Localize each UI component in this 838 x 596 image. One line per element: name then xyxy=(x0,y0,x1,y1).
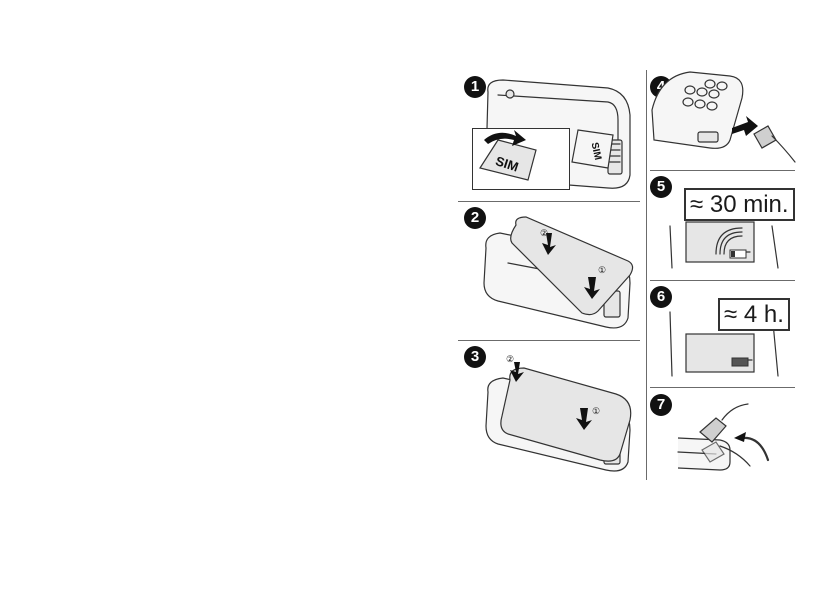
step-3-sub-1: ① xyxy=(592,406,600,416)
full-charge-callout: ≈ 4 h. xyxy=(718,298,790,331)
separator-2-3 xyxy=(458,340,640,341)
step-3-panel: 3 ② ① xyxy=(458,342,640,480)
separator-6-7 xyxy=(650,387,795,388)
separator-5-6 xyxy=(650,280,795,281)
charge-time-callout: ≈ 30 min. xyxy=(684,188,795,221)
column-divider xyxy=(646,70,647,480)
step-2-panel: 2 ② ① xyxy=(458,203,640,338)
step-5-panel: 5 ≈ 30 min. xyxy=(650,172,795,278)
battery-cover-icon: ② ① xyxy=(458,342,640,480)
step-7-panel: 7 xyxy=(650,390,795,480)
step-6-panel: 6 ≈ 4 h. xyxy=(650,282,795,385)
step-2-sub-1: ① xyxy=(598,265,606,275)
separator-4-5 xyxy=(650,170,795,171)
step-3-sub-2: ② xyxy=(506,354,514,364)
separator-1-2 xyxy=(458,201,640,202)
battery-icon: ② ① xyxy=(458,203,640,338)
step-2-sub-2: ② xyxy=(540,228,548,238)
sim-card-icon: SIM SIM xyxy=(458,70,640,198)
step-4-panel: 4 xyxy=(650,70,795,168)
charger-remove-icon xyxy=(650,390,795,480)
step-1-panel: 1 SIM SIM xyxy=(458,70,640,198)
charger-plug-icon xyxy=(650,70,795,168)
